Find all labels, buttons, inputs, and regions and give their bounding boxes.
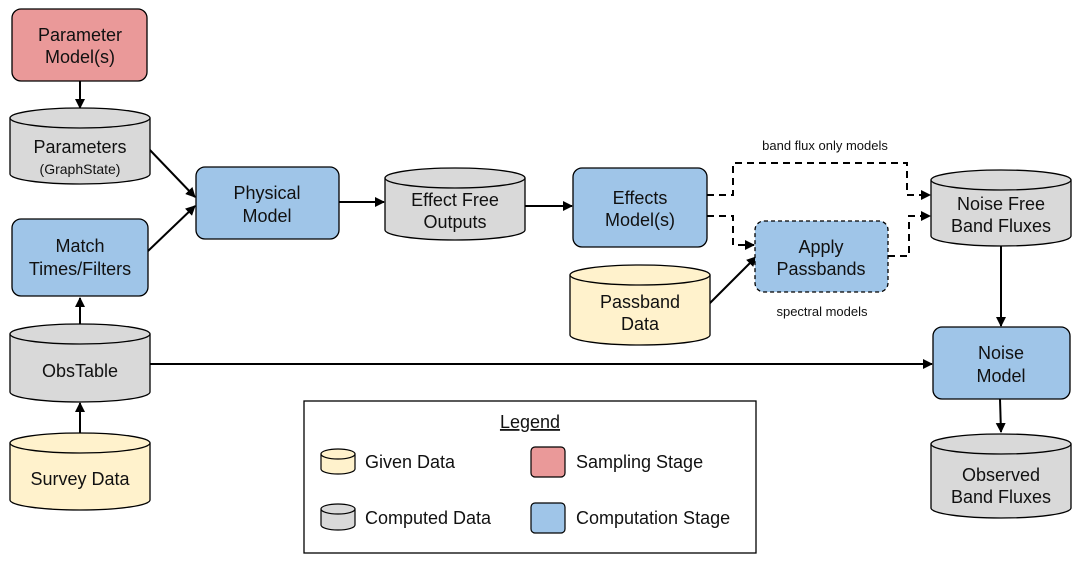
node-label-line: Physical: [233, 183, 300, 203]
node-label-line: Noise: [978, 343, 1024, 363]
legend-sampling-label: Sampling Stage: [576, 452, 703, 472]
legend-computation-swatch: [530, 502, 566, 534]
edge-passband-apply: [707, 256, 757, 306]
legend-box: [303, 400, 757, 554]
node-label-line: ObsTable: [42, 361, 118, 381]
node-effect-free-outputs: Effect Free Outputs: [384, 167, 526, 241]
edge-noisemodel-observed: [995, 398, 1006, 433]
node-label-line: Parameters: [33, 137, 126, 157]
legend: Legend Given Data Computed Data Sampling…: [303, 400, 757, 554]
legend-computation-label: Computation Stage: [576, 508, 730, 528]
node-label-line: Band Fluxes: [951, 216, 1051, 236]
legend-computed-swatch: [320, 503, 356, 531]
node-apply-passbands: Apply Passbands: [754, 220, 889, 293]
node-obstable: ObsTable: [9, 323, 151, 403]
node-label-line: Match: [55, 236, 104, 256]
node-match-times-filters: Match Times/Filters: [11, 218, 149, 297]
parameter-models-box: [11, 8, 148, 82]
node-parameter-models: Parameter Model(s): [11, 8, 148, 82]
node-physical-model: Physical Model: [195, 166, 340, 240]
node-label-line: Apply: [798, 237, 843, 257]
node-label-line: Effects: [613, 188, 668, 208]
node-noise-model: Noise Model: [932, 326, 1071, 400]
node-label-line: Observed: [962, 465, 1040, 485]
node-passband-data: Passband Data: [569, 264, 711, 346]
node-label-line: Data: [621, 314, 660, 334]
edge-apply-noisefree-dashed: [888, 211, 931, 257]
legend-computed-label: Computed Data: [365, 508, 492, 528]
node-label-line: Band Fluxes: [951, 487, 1051, 507]
node-label-line: Model(s): [45, 47, 115, 67]
node-label-line: Survey Data: [30, 469, 130, 489]
node-label-line: Model: [242, 206, 291, 226]
node-label-line: Times/Filters: [29, 259, 131, 279]
node-label-line: Outputs: [423, 212, 486, 232]
edges: [75, 81, 1006, 433]
node-effects-models: Effects Model(s): [572, 167, 708, 248]
node-label-line: Model(s): [605, 210, 675, 230]
node-noise-free-band-fluxes: Noise Free Band Fluxes: [930, 169, 1072, 247]
node-parameters: Parameters (GraphState): [9, 107, 151, 185]
edge-match-physical: [147, 205, 196, 252]
edge-parameters-physical: [147, 147, 196, 198]
legend-given-label: Given Data: [365, 452, 456, 472]
edge-effects-noisefree-dashed: [707, 162, 931, 200]
legend-sampling-swatch: [530, 446, 566, 478]
node-label-line: Effect Free: [411, 190, 499, 210]
parameters-graphstate: (GraphState): [40, 161, 121, 177]
legend-given-swatch: [320, 448, 356, 475]
node-label-line: Model: [976, 366, 1025, 386]
node-label-line: Noise Free: [957, 194, 1045, 214]
legend-title: Legend: [500, 412, 560, 432]
edge-effects-apply-dashed: [707, 215, 755, 250]
node-label-line: Passbands: [776, 259, 865, 279]
node-survey-data: Survey Data: [9, 432, 151, 511]
annotation-spectral-models: spectral models: [776, 304, 868, 319]
node-label-line: Parameter: [38, 25, 122, 45]
node-label-line: Passband: [600, 292, 680, 312]
annotation-band-flux-only: band flux only models: [762, 138, 888, 153]
node-observed-band-fluxes: Observed Band Fluxes: [930, 433, 1072, 519]
